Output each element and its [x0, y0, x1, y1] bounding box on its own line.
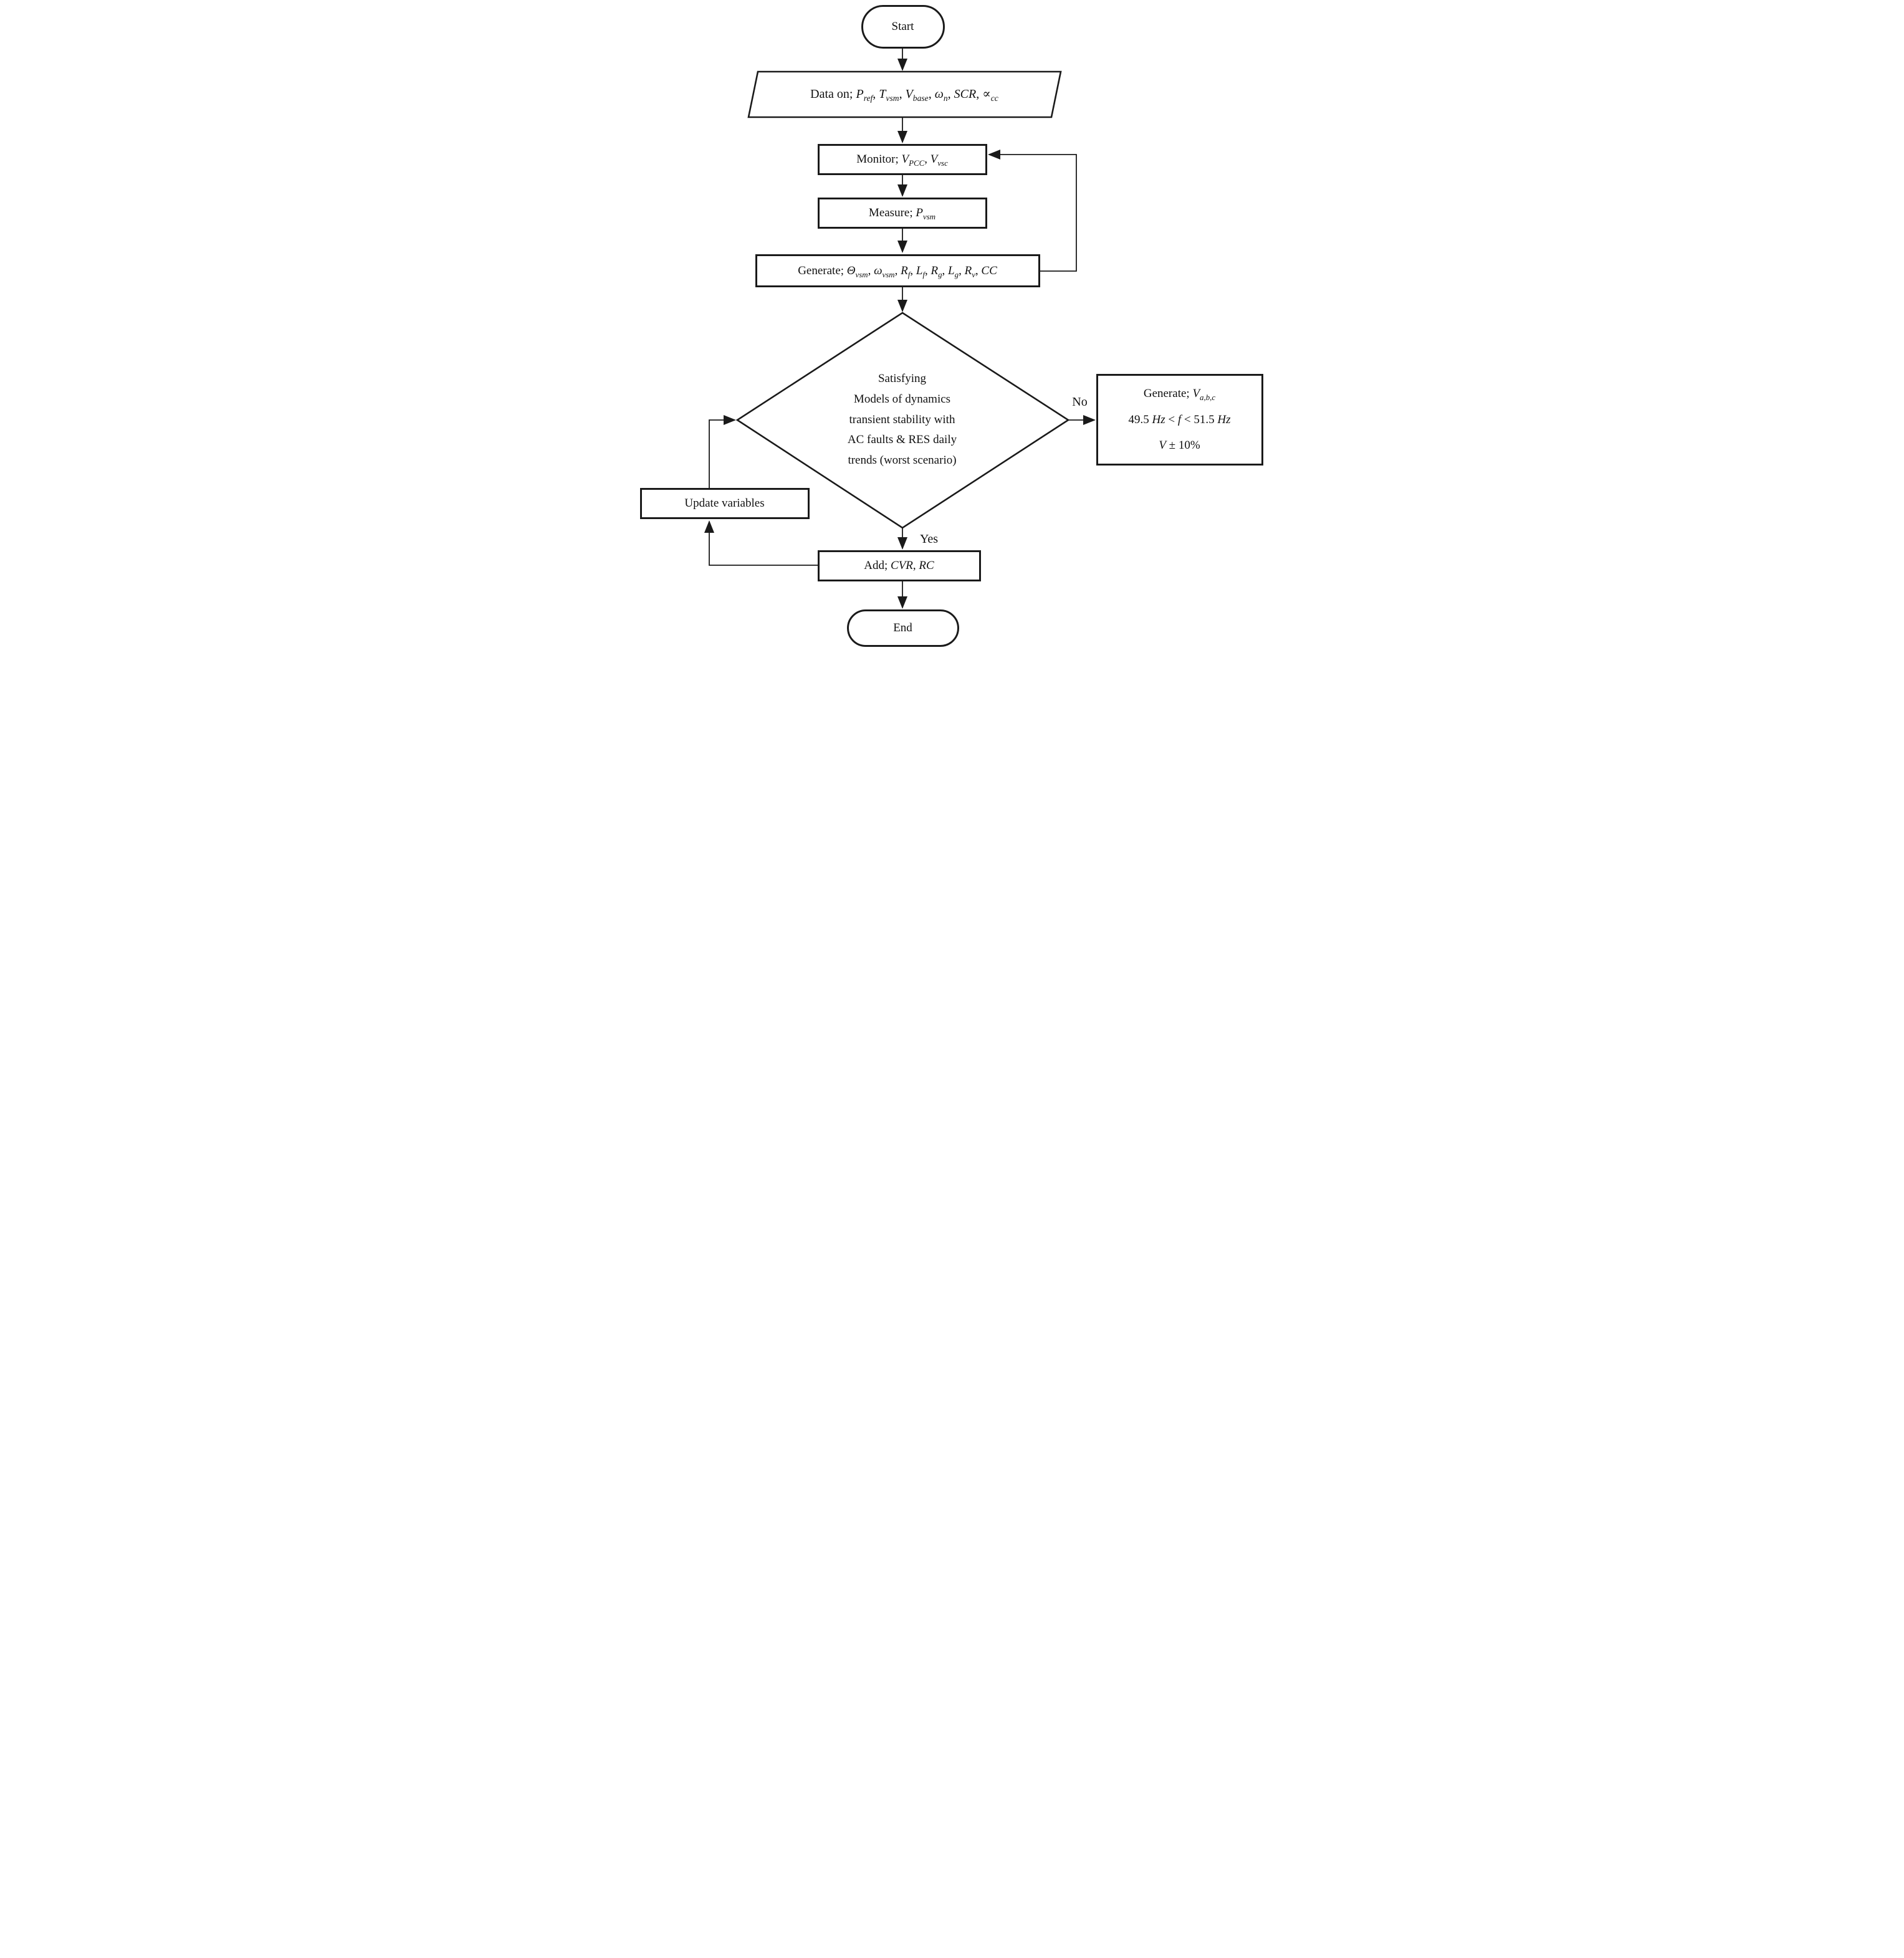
- no-output-line-2: 49.5 Hz < f < 51.5 Hz: [1128, 413, 1231, 426]
- monitor-node: Monitor; VPCC, Vvsc: [817, 144, 987, 175]
- decision-line-2: Models of dynamics: [853, 392, 951, 406]
- yes-branch-label: Yes: [919, 532, 939, 546]
- data-input-label: Data on; Pref, Tvsm, Vbase, ωn, SCR, ∝cc: [810, 87, 998, 103]
- generate-label: Generate; Θvsm, ωvsm, Rf, Lf, Rg, Lg, Rv…: [798, 264, 997, 279]
- decision-line-1: Satisfying: [878, 372, 927, 386]
- measure-label: Measure; Pvsm: [868, 206, 936, 221]
- add-label: Add; CVR, RC: [864, 559, 934, 573]
- generate-node: Generate; Θvsm, ωvsm, Rf, Lf, Rg, Lg, Rv…: [755, 254, 1040, 287]
- edge-generate-feedback-to-monitor: [987, 150, 1077, 272]
- add-node: Add; CVR, RC: [817, 550, 981, 581]
- start-node: Start: [861, 5, 945, 49]
- flowchart-wires: [704, 49, 1096, 609]
- data-input-node: Data on; Pref, Tvsm, Vbase, ωn, SCR, ∝cc: [749, 72, 1061, 117]
- decision-node: Satisfying Models of dynamics transient …: [800, 351, 1005, 489]
- monitor-label: Monitor; VPCC, Vvsc: [856, 153, 948, 168]
- edge-add-to-update: [704, 520, 818, 566]
- decision-line-3: transient stability with: [849, 413, 955, 426]
- measure-node: Measure; Pvsm: [817, 198, 987, 229]
- decision-line-4: AC faults & RES daily: [847, 433, 957, 447]
- end-node: End: [846, 609, 959, 647]
- input-parallelogram-shape: [747, 70, 1062, 118]
- no-output-line-3: V ± 10%: [1159, 438, 1200, 452]
- start-label: Start: [891, 20, 914, 34]
- no-output-node: Generate; Va,b,c 49.5 Hz < f < 51.5 Hz V…: [1096, 374, 1263, 466]
- flowchart-canvas: Start Data on; Pref, Tvsm, Vbase, ωn, SC…: [634, 0, 1270, 652]
- end-label: End: [893, 621, 912, 635]
- update-variables-label: Update variables: [684, 497, 765, 510]
- no-branch-label: No: [1072, 394, 1088, 409]
- no-output-line-1: Generate; Va,b,c: [1143, 387, 1216, 403]
- edge-update-to-decision: [708, 415, 736, 488]
- update-variables-node: Update variables: [639, 488, 810, 519]
- decision-line-5: trends (worst scenario): [848, 454, 957, 467]
